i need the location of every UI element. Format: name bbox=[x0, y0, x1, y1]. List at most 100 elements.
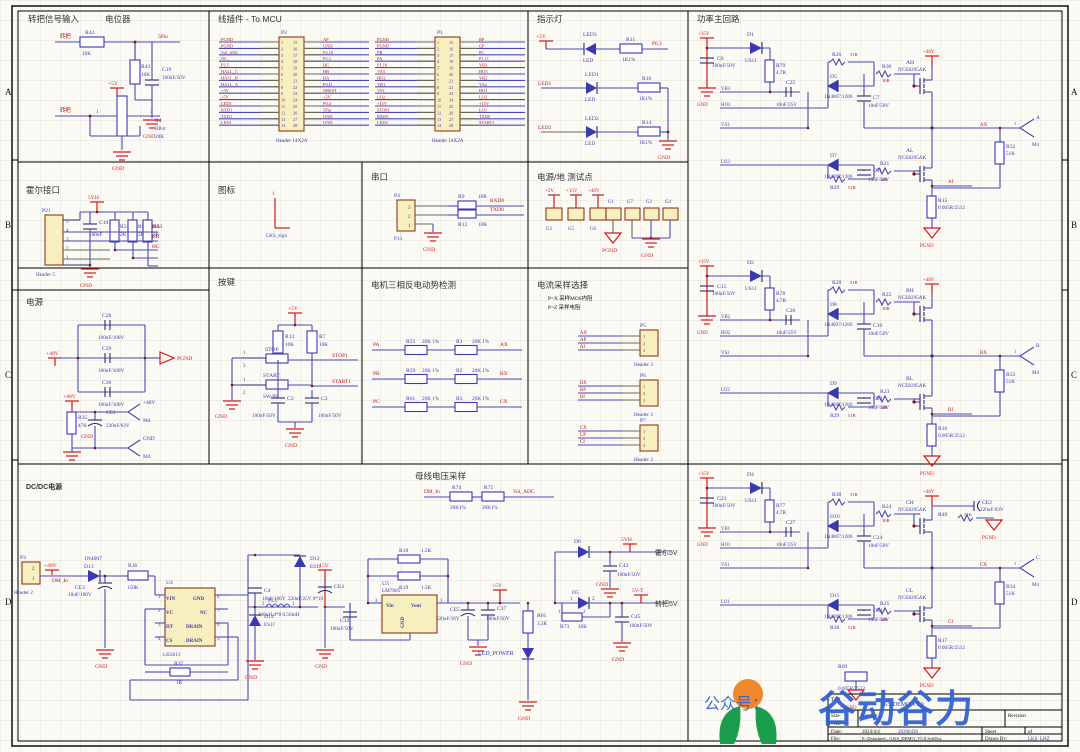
pin-number-left: 14 bbox=[437, 123, 442, 128]
pin-label-right: VB2 bbox=[479, 75, 487, 80]
c30-val: 100nF/100V bbox=[98, 402, 124, 408]
cs-net-label: CX bbox=[580, 426, 587, 431]
row-label-b-right: B bbox=[1071, 220, 1077, 230]
throttle-gnd-label: GND bbox=[143, 134, 155, 140]
pm-net-vs: VS3 bbox=[721, 123, 730, 128]
c3-val: 100nF/50V bbox=[252, 413, 276, 419]
r73-pin-2: 2 bbox=[583, 610, 586, 615]
pin-label-left: P1.10 bbox=[377, 63, 388, 68]
pin-number-right: 23 bbox=[449, 91, 453, 96]
c12-val: 100nF/50V bbox=[330, 626, 354, 632]
pin-number-right: 17 bbox=[449, 53, 453, 58]
pm-term-pin: 1 bbox=[1014, 349, 1016, 354]
tp-g1: G1 bbox=[608, 200, 614, 205]
bemf-r1-val: 20K 1% bbox=[422, 396, 440, 402]
row-label-b: B bbox=[5, 220, 11, 230]
r53-ref: R53 bbox=[153, 224, 163, 230]
cs-pin-number: 1 bbox=[643, 334, 645, 339]
bemf-out-net: AX bbox=[500, 342, 508, 348]
pm-phase-net: BX bbox=[980, 351, 987, 356]
sw-pin-3a: 3 bbox=[243, 364, 246, 369]
pin-number-left: 3 bbox=[281, 53, 283, 58]
pin-label-left: TXD1 bbox=[221, 114, 232, 119]
p3-ref: P3 bbox=[20, 555, 26, 561]
c43-ref: C43 bbox=[619, 563, 629, 569]
bemf-r2-ref: R3 bbox=[456, 396, 463, 402]
zone-title-potentiometer: 电位器 bbox=[105, 14, 131, 24]
row-label-d-right: D bbox=[1071, 597, 1078, 607]
keys-5v: +5V bbox=[288, 306, 298, 312]
pin-number-right: 27 bbox=[293, 117, 297, 122]
pm-gnd-label: GND bbox=[697, 103, 708, 108]
r51-val: 2K bbox=[120, 232, 127, 238]
c4-val: 10nF/100V bbox=[262, 596, 286, 602]
c29-ref: C29 bbox=[102, 346, 112, 352]
pm-gres-lo-ref: R30 bbox=[830, 625, 840, 631]
row-label-c-right: C bbox=[1071, 370, 1077, 380]
u4-ref: U4 bbox=[166, 580, 173, 586]
pm-c7-val: 10nF/50V bbox=[868, 543, 889, 549]
pm-gres-lo-val: 51R bbox=[848, 185, 857, 190]
pm-net-vb: VB1 bbox=[721, 527, 731, 532]
hall-net-hc: HC bbox=[152, 244, 160, 250]
cs-header-fp: Header 3 bbox=[634, 457, 653, 463]
p21-pin-5: 5 bbox=[66, 220, 69, 225]
pin-number-right: 26 bbox=[293, 110, 297, 115]
pin-number-right: 16 bbox=[449, 46, 453, 51]
sw-stop-label: STOP bbox=[265, 347, 279, 353]
r13-val: 10K bbox=[285, 342, 294, 348]
pm-gres-lo-val: 51R bbox=[848, 625, 857, 630]
pin-label-left: LED1 bbox=[221, 101, 232, 106]
pot-pin-1: 1 bbox=[96, 110, 99, 115]
tp-rail-48v: +48V bbox=[588, 189, 600, 194]
pin-label-right: 5Pin bbox=[323, 107, 332, 112]
bemf-r2-ref: R2 bbox=[456, 368, 463, 374]
pin-label-right: GND bbox=[323, 114, 333, 119]
r11-ref: R11 bbox=[626, 37, 635, 43]
pin-number-left: 11 bbox=[281, 104, 285, 109]
tp-g7: G7 bbox=[627, 200, 633, 205]
indicator-5v: +5V bbox=[536, 34, 546, 40]
cs-pin-number: 3 bbox=[643, 398, 646, 403]
keys-net-stop1: STOP1 bbox=[332, 353, 348, 359]
powerin-gnd-net: GND bbox=[81, 434, 93, 440]
pin-number-right: 20 bbox=[293, 72, 297, 77]
pm-rail-48v: +48V bbox=[923, 50, 935, 55]
pm-phase-low-net: AI bbox=[948, 180, 954, 185]
cs-pin-number: 2 bbox=[643, 341, 645, 346]
r36-val: 150K bbox=[127, 585, 139, 591]
c12-ref: C12 bbox=[340, 618, 350, 624]
ce5-val: 220uF/16V bbox=[436, 616, 460, 622]
row-label-d: D bbox=[5, 597, 12, 607]
pin-label-right: TXD0 bbox=[479, 114, 491, 119]
pin-number-left: 7 bbox=[281, 78, 283, 83]
r36-ref: R36 bbox=[128, 563, 138, 569]
zone-title-keys: 按键 bbox=[218, 277, 236, 287]
pin-label-left: PA bbox=[377, 56, 383, 61]
pm-gres-hi2-val: 10R bbox=[882, 306, 891, 311]
pm-term-fp: M4 bbox=[1032, 583, 1039, 588]
c19-ref: C19 bbox=[162, 67, 172, 73]
uart-pin-3: 3 bbox=[408, 206, 411, 211]
tb-size-value: A3 bbox=[834, 722, 841, 727]
pm-rail-48v: +48V bbox=[923, 278, 935, 283]
pin-label-right: P2.10 bbox=[323, 50, 334, 55]
pm-bot-pgnd: PGND bbox=[843, 706, 857, 711]
busvolt-out: Vol_ADC bbox=[513, 489, 535, 495]
pin-label-left: VS1 bbox=[377, 88, 385, 93]
pm-c11-val: 10nF/50V bbox=[868, 617, 889, 623]
pin-number-right: 27 bbox=[449, 117, 453, 122]
c30-ref: C30 bbox=[102, 380, 112, 386]
dcdc-in-net: DM_In bbox=[52, 578, 68, 584]
bemf-r2-val: 20K 1% bbox=[472, 339, 490, 345]
c28-ref: C28 bbox=[102, 313, 112, 319]
pm-c11-ref: C11 bbox=[873, 168, 882, 174]
hall-net-ha: HA bbox=[152, 224, 160, 230]
u4-name-dr1: DRAIN bbox=[186, 625, 203, 630]
pin-number-left: 11 bbox=[437, 104, 441, 109]
r74-ref: R74 bbox=[452, 485, 462, 491]
pm-div-val: 51K bbox=[1006, 379, 1015, 385]
